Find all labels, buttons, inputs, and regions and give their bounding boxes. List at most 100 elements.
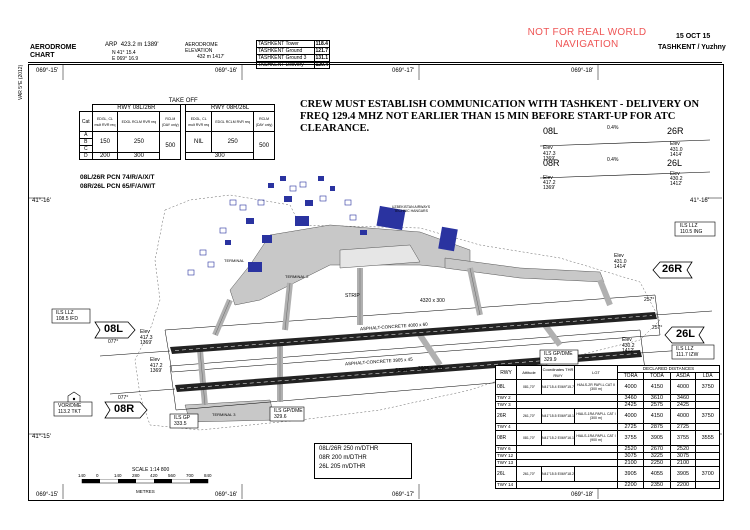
arp-lon: E 069° 16.9 bbox=[112, 56, 139, 62]
runway-26l-elev-label: Elev bbox=[622, 337, 632, 343]
ils-llz-26l-label: ILS LLZ 111.7 IZW bbox=[676, 346, 698, 358]
dthr-line2: 08R 200 m/DTHR bbox=[319, 455, 367, 461]
table-cell-trk: 081,70° bbox=[516, 430, 542, 446]
profile-elev-08r-m: 417.2 bbox=[543, 180, 556, 186]
chart-title-line1: AERODROME bbox=[30, 44, 77, 51]
profile-26r: 26R bbox=[667, 126, 684, 136]
table-cell-lda bbox=[695, 394, 720, 402]
lon-top-4: 069°-18' bbox=[571, 68, 594, 74]
takeoff-col-rclm-b: RCLM(DAY only) bbox=[253, 111, 275, 132]
profile-elev-26l-label: Elev bbox=[670, 171, 680, 177]
profile-elev-08r: Elev 417.2 1369' bbox=[543, 176, 556, 191]
taxiway-centerlines bbox=[199, 267, 481, 406]
table-cell-toda: 4150 bbox=[643, 408, 671, 424]
scale-tick-label: 840 bbox=[204, 473, 212, 478]
ils-gpdme-08r-label: ILS GP/DME 329.6 bbox=[274, 408, 303, 420]
elevation-value: 432 m 1417' bbox=[197, 54, 225, 60]
table-cell-toda: 3610 bbox=[643, 394, 671, 402]
table-cell-toda: 4055 bbox=[643, 466, 671, 482]
terminal2-label: TERMINAL 2 bbox=[285, 274, 309, 279]
takeoff-col-rcls-a: EDGL RCLM RVR req bbox=[117, 111, 161, 132]
table-cell-empty bbox=[516, 459, 618, 467]
elevation-label-2: ELEVATION bbox=[185, 48, 213, 54]
atc-clearance-notice: CREW MUST ESTABLISH COMMUNICATION WITH T… bbox=[300, 99, 720, 135]
table-cell-asda: 2100 bbox=[669, 459, 697, 467]
takeoff-a-rcls-d: 300 bbox=[117, 152, 161, 160]
takeoff-b-edge-abc: NIL bbox=[185, 131, 213, 153]
profile-elev-08r-ft: 1369' bbox=[543, 185, 556, 191]
table-cell-asda: 2725 bbox=[669, 423, 697, 431]
scale-tick-label: 280 bbox=[132, 473, 140, 478]
takeoff-col-edge-b-2: mult RVR req bbox=[188, 122, 210, 127]
terminal3-label: TERMINAL 3 bbox=[212, 412, 236, 417]
terminal3-apron bbox=[184, 399, 276, 423]
vordme-name: VOR/DME bbox=[58, 403, 82, 409]
table-cell-rwy: 08L bbox=[495, 379, 517, 395]
runway-26r-elev-m: 431.0 bbox=[614, 258, 627, 265]
takeoff-cat-a: A bbox=[79, 131, 93, 139]
table-cell-lda bbox=[695, 445, 720, 453]
runway-08r-label: 08R bbox=[114, 403, 135, 415]
table-cell-tora: 2200 bbox=[616, 481, 645, 489]
runway-26l-label: 26L bbox=[676, 328, 695, 340]
table-cell-tora: 4000 bbox=[616, 379, 645, 395]
elevation-block: AERODROME ELEVATION 432 m 1417' bbox=[185, 42, 224, 60]
pcn-block: 08L/26R PCN 74/R/A/X/T 08R/26L PCN 65/F/… bbox=[80, 173, 155, 191]
table-cell-lgt: HIALS-1RA PAPI-L CAT I (300 m) bbox=[574, 408, 618, 424]
ils-llz-26r-name: ILS LLZ bbox=[680, 223, 698, 229]
table-cell-tora: 3460 bbox=[616, 394, 645, 402]
runway-08l-elev-label: Elev bbox=[140, 329, 150, 335]
table-cell-trk: 081,70° bbox=[516, 379, 542, 395]
uzbekistan-hangars-label: UZBEKISTAN AIRWAYS TECHNIC HANGARS bbox=[391, 205, 431, 213]
table-cell-rwy: TWY 2 bbox=[495, 394, 517, 402]
runway-08r-elev-ft: 1369' bbox=[150, 368, 163, 374]
ils-llz-26l-freq: 111.7 IZW bbox=[676, 352, 699, 358]
chart-title-line2: CHART bbox=[30, 52, 55, 59]
profile-elev-26r-m: 431.0 bbox=[670, 146, 683, 153]
table-cell-trk: 261,70° bbox=[516, 408, 542, 424]
takeoff-rwy-b: RWY 08R/26L bbox=[185, 104, 275, 112]
table-cell-toda: 2250 bbox=[643, 459, 671, 467]
takeoff-rwy-a: RWY 08L/26R bbox=[91, 104, 182, 112]
takeoff-a-rclm: 500 bbox=[159, 131, 182, 160]
pcn-line2: 08R/26L PCN 65/F/A/W/T bbox=[80, 183, 156, 190]
ils-gpdme-08r-name: ILS GP/DME bbox=[274, 408, 303, 414]
takeoff-a-edge-abc: 150 bbox=[91, 131, 119, 153]
takeoff-col-rclm-b-2: (DAY only) bbox=[255, 122, 273, 127]
takeoff-col-edge-a-2: mult RVR req bbox=[94, 122, 116, 127]
dd-h-true: Attitude bbox=[516, 365, 542, 380]
runway-profile: 08L 26R 0.4% Elev 417.3 1369' Elev 431.0… bbox=[535, 120, 715, 191]
profile-26l: 26L bbox=[667, 158, 683, 168]
strip-top-dimensions: 4320 x 300 bbox=[420, 298, 445, 304]
airport-name: TASHKENT / Yuzhny bbox=[658, 44, 726, 51]
profile-elev-08l-ft: 1369' bbox=[543, 156, 556, 162]
table-cell-coord: N41°15.4 E069°15.7 bbox=[541, 379, 575, 395]
chart-title: AERODROME CHART bbox=[30, 44, 76, 60]
scale-unit: METRES bbox=[136, 489, 155, 494]
runway-26l-heading: 257° bbox=[652, 325, 663, 331]
ils-llz-26r-label: ILS LLZ 110.5 ING bbox=[680, 223, 702, 235]
table-cell-empty bbox=[516, 452, 618, 460]
terminal-label: TERMINAL bbox=[224, 258, 245, 263]
profile-elev-26l: Elev 430.2 1412' bbox=[670, 172, 683, 187]
strip-bottom-label: STRIP bbox=[395, 368, 410, 374]
runway-08r-elev-m: 417.2 bbox=[150, 362, 163, 369]
takeoff-a-rcls-abc: 250 bbox=[117, 131, 161, 153]
table-cell-coord: N41°15.5 E069°18.2 bbox=[541, 466, 575, 482]
map-frame bbox=[28, 64, 724, 501]
table-cell-lda: 3700 bbox=[695, 466, 720, 482]
dd-h-toda: TODA bbox=[643, 372, 671, 380]
table-cell-rwy: TWY 6 bbox=[495, 445, 517, 453]
dd-h-tora: TORA bbox=[616, 372, 645, 380]
table-cell-lda: 3750 bbox=[695, 408, 720, 424]
runway-08l-heading: 077° bbox=[108, 339, 119, 345]
